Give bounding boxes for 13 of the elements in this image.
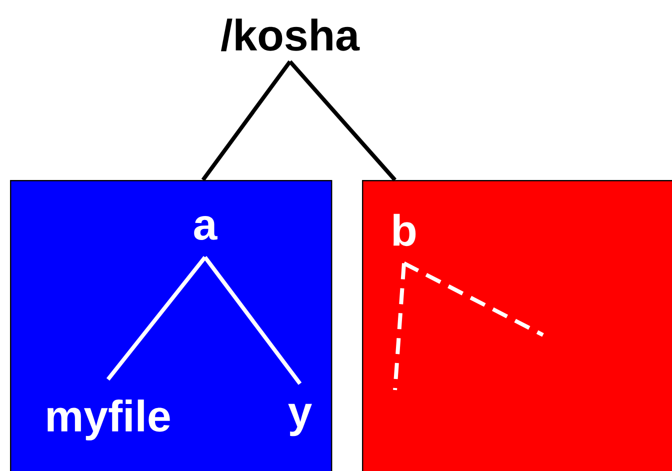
node-label: a [194, 216, 218, 240]
connector-line [106, 256, 207, 381]
node-label: y [288, 404, 312, 436]
dashed-line [393, 263, 406, 390]
connector-line [201, 60, 292, 182]
node-label: /kosha [221, 18, 360, 52]
connector-line [203, 256, 302, 385]
dashed-line [403, 262, 544, 337]
node-label: b [394, 214, 416, 246]
connector-line [288, 60, 396, 182]
panel-box [10, 180, 332, 471]
node-label: myfile [48, 400, 170, 440]
panel-box [362, 180, 672, 471]
